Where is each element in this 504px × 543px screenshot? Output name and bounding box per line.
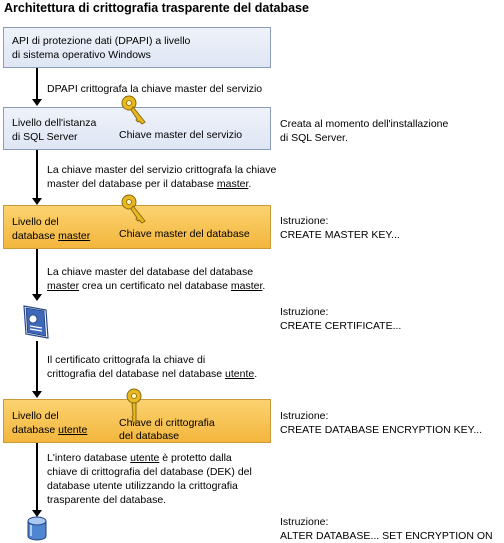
dpapi-box: API di protezione dati (DPAPI) a livello… bbox=[3, 27, 271, 68]
user-level-pre: database bbox=[12, 424, 59, 436]
connector-5 bbox=[36, 443, 38, 511]
user-level-line1: Livello del bbox=[12, 410, 59, 422]
step-5-line4: trasparente del database. bbox=[47, 494, 167, 506]
connector-1 bbox=[36, 68, 38, 100]
step-4-line1: Il certificato crittografa la chiave di bbox=[47, 354, 206, 366]
step-2-line2: master del database per il database mast… bbox=[47, 177, 251, 191]
note-install-line1: Creata al momento dell'installazione bbox=[280, 118, 449, 130]
note-certificate-line1: Istruzione: bbox=[280, 306, 329, 318]
dpapi-line2: di sistema operativo Windows bbox=[12, 49, 151, 61]
db-master-key-label: Chiave master del database bbox=[119, 228, 250, 240]
user-db-box: Livello del database utente Chiave di cr… bbox=[3, 399, 271, 443]
step-5-line2: chiave di crittografia del database (DEK… bbox=[47, 466, 252, 478]
dpapi-line1: API di protezione dati (DPAPI) a livello bbox=[12, 35, 191, 47]
step-4-line2-post: . bbox=[254, 368, 258, 380]
arrowhead-3 bbox=[32, 294, 42, 301]
step-4-line2: crittografia del database nel database u… bbox=[47, 367, 257, 381]
connector-3 bbox=[36, 249, 38, 295]
key-icon bbox=[126, 388, 142, 424]
diagram-title: Architettura di crittografia trasparente… bbox=[4, 1, 309, 15]
service-master-key-label: Chiave master del servizio bbox=[119, 129, 243, 141]
note-certificate-line2: CREATE CERTIFICATE... bbox=[280, 320, 402, 332]
step-2-line2-post: . bbox=[248, 178, 252, 190]
note-alter-line2: ALTER DATABASE... SET ENCRYPTION ON bbox=[280, 530, 493, 542]
note-master-key-line2: CREATE MASTER KEY... bbox=[280, 229, 400, 241]
step-4-user-db: utente bbox=[225, 368, 255, 380]
master-level-line2: database master bbox=[12, 229, 90, 243]
master-level-line1: Livello del bbox=[12, 216, 59, 228]
step-5-user-db: utente bbox=[130, 452, 160, 464]
step-5-line1-post: è protetto dalla bbox=[159, 452, 232, 464]
step-3-master-db-2: master bbox=[230, 280, 263, 292]
arrowhead-5 bbox=[32, 510, 42, 517]
note-dek-line1: Istruzione: bbox=[280, 410, 329, 422]
connector-4 bbox=[36, 341, 38, 392]
step-2-line2-pre: master del database per il database bbox=[47, 178, 217, 190]
dek-label-line1: Chiave di crittografia bbox=[119, 417, 215, 429]
step-3-line2: master crea un certificato nel database … bbox=[47, 279, 265, 293]
key-icon bbox=[121, 194, 146, 224]
step-3-line2-post: . bbox=[262, 280, 266, 292]
step-2-line1: La chiave master del servizio crittograf… bbox=[47, 164, 277, 176]
step-5-line1-pre: L'intero database bbox=[47, 452, 131, 464]
instance-line1: Livello dell'istanza bbox=[12, 117, 97, 129]
master-level-pre: database bbox=[12, 230, 59, 242]
step-3-line1: La chiave master del database del databa… bbox=[47, 266, 254, 278]
dek-label-line2: del database bbox=[119, 430, 180, 442]
note-master-key-line1: Istruzione: bbox=[280, 215, 329, 227]
step-3-line2-mid: crea un certificato nel database bbox=[79, 280, 231, 292]
master-level-db: master bbox=[58, 230, 91, 242]
arrowhead-4 bbox=[32, 391, 42, 398]
note-install-line2: di SQL Server. bbox=[280, 132, 348, 144]
key-icon bbox=[121, 95, 146, 125]
note-dek-line2: CREATE DATABASE ENCRYPTION KEY... bbox=[280, 424, 483, 436]
user-level-db: utente bbox=[58, 424, 88, 436]
user-level-line2: database utente bbox=[12, 423, 87, 437]
connector-2 bbox=[36, 150, 38, 199]
step-1-text: DPAPI crittografa la chiave master del s… bbox=[47, 83, 263, 95]
arrowhead-2 bbox=[32, 198, 42, 205]
step-5-line3: database utente utilizzando la crittogra… bbox=[47, 480, 238, 492]
step-5-line1: L'intero database utente è protetto dall… bbox=[47, 451, 232, 465]
step-3-master-db-1: master bbox=[47, 280, 80, 292]
instance-line2: di SQL Server bbox=[12, 131, 78, 143]
arrowhead-1 bbox=[32, 99, 42, 106]
step-4-line2-pre: crittografia del database nel database bbox=[47, 368, 226, 380]
certificate-icon bbox=[23, 305, 49, 339]
step-2-master-db: master bbox=[216, 178, 249, 190]
note-alter-line1: Istruzione: bbox=[280, 516, 329, 528]
database-icon bbox=[27, 516, 47, 541]
